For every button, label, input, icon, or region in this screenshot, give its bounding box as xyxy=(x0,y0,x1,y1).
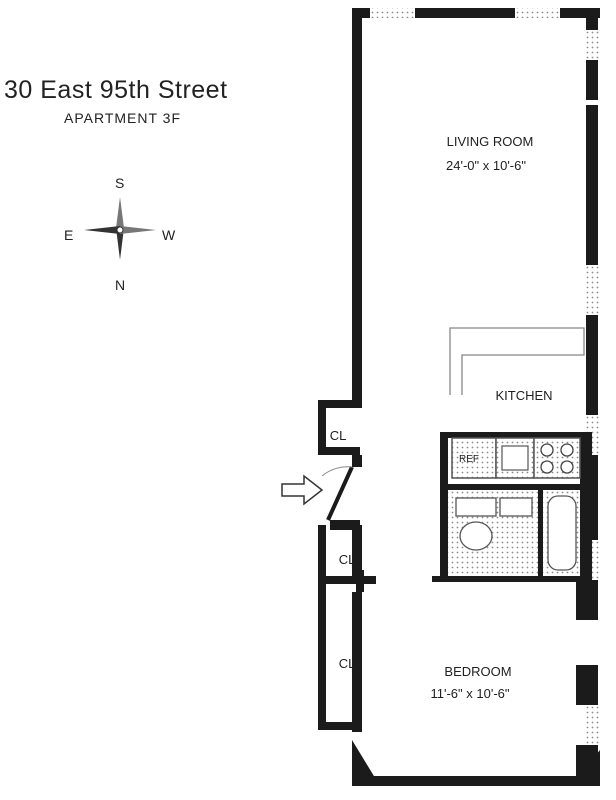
kitchen-appliances xyxy=(451,437,581,479)
entry-arrow-icon xyxy=(281,474,324,506)
compass-south-label: S xyxy=(115,175,124,191)
bedroom-name: BEDROOM xyxy=(444,664,511,679)
walls xyxy=(318,8,600,786)
address-title: 30 East 95th Street xyxy=(4,76,228,104)
living-room-dims: 24'-0" x 10'-6" xyxy=(446,158,526,173)
compass-east-label: E xyxy=(64,227,73,243)
compass-west-label: W xyxy=(162,227,176,243)
windows xyxy=(370,8,600,745)
compass-icon xyxy=(84,197,156,260)
living-room-name: LIVING ROOM xyxy=(447,134,534,149)
closet-label-1: CL xyxy=(330,428,347,443)
bathroom xyxy=(448,490,580,576)
closet-label-3: CL xyxy=(339,656,356,671)
entry-door xyxy=(321,466,354,521)
apartment-subtitle: APARTMENT 3F xyxy=(64,110,182,126)
kitchen-counter xyxy=(449,327,585,395)
bedroom-dims: 11'-6" x 10'-6" xyxy=(431,686,510,701)
closet-label-2: CL xyxy=(339,552,356,567)
kitchen-name: KITCHEN xyxy=(495,388,552,403)
fridge-label: REF xyxy=(459,454,479,465)
compass-north-label: N xyxy=(115,277,125,293)
